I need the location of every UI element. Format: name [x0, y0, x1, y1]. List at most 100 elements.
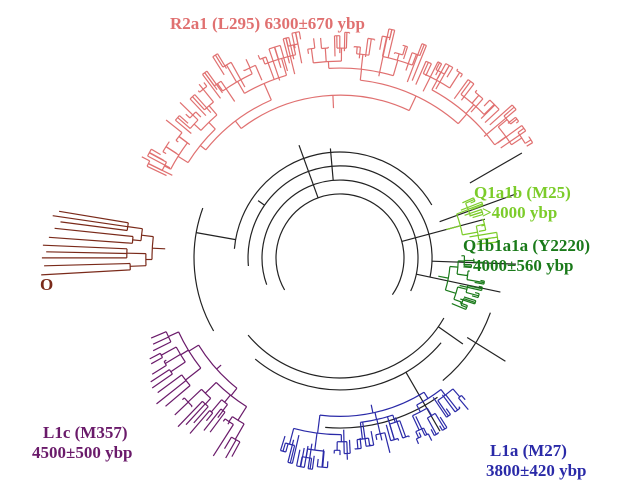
r2a1-leaf — [282, 38, 291, 64]
r2a1-arc — [521, 125, 527, 132]
o-leaf — [52, 215, 128, 228]
q1b1a1a-branch — [453, 298, 463, 303]
l1a-branch — [370, 404, 374, 414]
q1b1a1a-leaf — [459, 284, 482, 292]
r2a1-arc — [213, 80, 222, 87]
l1a-arc — [285, 442, 295, 447]
clade-l1a-branches — [279, 388, 469, 470]
l1a-leaf — [418, 432, 422, 437]
l1a-arc — [427, 412, 436, 419]
l1a-leaf — [311, 455, 315, 470]
l1a-leaf — [287, 439, 295, 463]
l1c-leaf — [212, 424, 234, 457]
r2a1-leaf — [489, 104, 513, 126]
l1c-leaf — [156, 380, 187, 405]
l1c-leaf — [152, 336, 169, 345]
r2a1-branch — [497, 119, 508, 128]
backbone-arc — [442, 312, 491, 382]
o-leaf — [59, 210, 129, 224]
l1a-branch — [411, 415, 420, 431]
q1b1a1a-arc — [460, 298, 465, 306]
l1a-leaf — [386, 416, 395, 440]
l1a-arc — [389, 420, 401, 425]
l1c-arc — [201, 400, 209, 408]
l1c-arc — [175, 346, 186, 363]
l1a-branch — [415, 431, 420, 439]
r2a1-arc — [467, 79, 475, 85]
r2a1-leaf — [405, 52, 413, 71]
l1c-leaf — [165, 385, 191, 407]
l1c-leaf — [163, 359, 167, 363]
r2a1-leaf — [403, 46, 409, 60]
l1a-leaf — [430, 429, 435, 436]
r2a1-branch — [431, 80, 438, 91]
q1b1a1a-leaf — [480, 279, 485, 282]
q1b1a1a-branch — [438, 275, 449, 279]
r2a1-branch — [262, 57, 266, 65]
q1a1b-branch — [467, 203, 483, 210]
l1a-arc — [434, 432, 439, 437]
l1a-arc — [416, 436, 422, 440]
q1b1a1a-arc — [465, 285, 469, 293]
r2a1-branch — [237, 81, 246, 94]
clade-label-q1a1b: Q1a1b (M25) >4000 ybp — [474, 183, 571, 223]
r2a1-leaf — [268, 48, 281, 81]
l1c-arc — [224, 418, 234, 426]
q1a1b-arc — [496, 232, 499, 243]
clade-label-l1a-age: 3800±420 ybp — [486, 461, 587, 480]
r2a1-leaf — [149, 151, 164, 161]
clade-q1a1b-branches — [446, 197, 499, 245]
r2a1-arc — [287, 43, 298, 47]
q1b1a1a-branch — [466, 279, 485, 284]
l1c-branch — [222, 404, 228, 411]
r2a1-branch — [524, 139, 532, 144]
q1b1a1a-arc — [466, 270, 469, 280]
r2a1-leaf — [320, 37, 323, 49]
r2a1-branch — [419, 44, 425, 56]
l1c-branch — [188, 344, 199, 352]
q1a1b-branch — [476, 223, 485, 227]
l1a-arc — [287, 461, 293, 464]
r2a1-arc — [189, 111, 197, 119]
r2a1-branch — [324, 48, 327, 62]
l1c-branch — [187, 388, 202, 403]
r2a1-arc — [307, 47, 315, 50]
r2a1-arc — [435, 69, 445, 75]
o-arc — [151, 236, 154, 260]
o-branch — [130, 265, 147, 267]
backbone-arc — [261, 179, 419, 292]
r2a1-branch — [310, 48, 314, 63]
l1c-arc — [221, 399, 228, 405]
q1a1b-leaf — [478, 229, 486, 232]
l1c-leaf — [193, 406, 209, 424]
r2a1-leaf — [500, 130, 527, 149]
clade-label-q1a1b-age: >4000 ybp — [482, 203, 558, 222]
l1a-leaf — [445, 408, 451, 415]
l1a-branch — [426, 407, 433, 416]
r2a1-arc — [200, 114, 218, 131]
o-leaf — [44, 262, 131, 267]
r2a1-arc — [511, 104, 517, 110]
r2a1-branch — [193, 123, 202, 131]
r2a1-arc — [161, 161, 168, 171]
o-leaf — [60, 221, 128, 232]
l1c-leaf — [209, 411, 226, 433]
r2a1-branch — [202, 88, 214, 103]
l1a-leaf — [379, 433, 383, 441]
clade-label-o: O — [40, 275, 53, 295]
q1b1a1a-branch — [457, 286, 468, 290]
backbone-arc — [247, 317, 445, 379]
r2a1-branch — [503, 106, 515, 117]
l1a-leaf — [370, 430, 375, 446]
r2a1-arc — [503, 115, 512, 125]
l1c-leaf — [150, 356, 163, 365]
l1a-leaf — [348, 439, 351, 454]
backbone-arc — [254, 342, 442, 391]
r2a1-leaf — [387, 30, 396, 59]
r2a1-leaf — [291, 33, 296, 49]
q1b1a1a-branch — [467, 285, 483, 290]
l1c-branch — [204, 381, 217, 394]
q1b1a1a-branch — [449, 265, 458, 268]
l1a-branch — [282, 442, 286, 452]
l1a-branch — [440, 389, 446, 396]
